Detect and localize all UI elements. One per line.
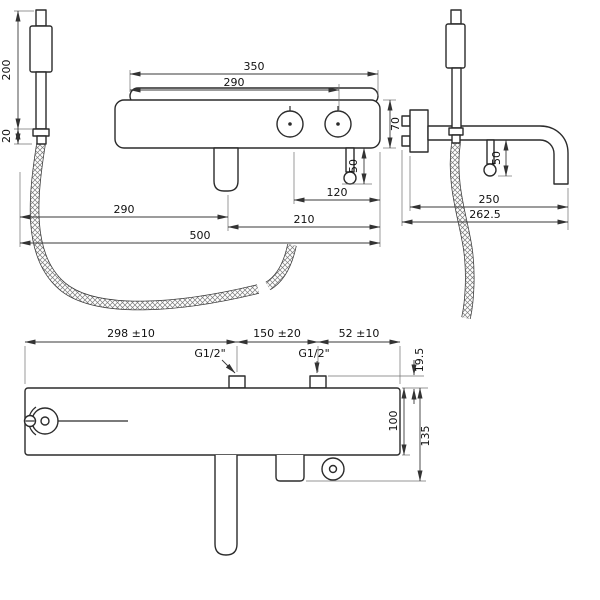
hose-nut-lower-side: [451, 134, 461, 144]
hose-nut-upper-side: [448, 127, 464, 136]
dim-front-total-width: 500: [190, 229, 211, 242]
dim-front-nut-height: 20: [0, 129, 13, 143]
hand-shower-cap-side: [450, 9, 462, 25]
dim-bottom-inlet-height: 19.5: [413, 348, 426, 373]
dim-front-plate-width: 290: [224, 76, 245, 89]
thread-label-1: G1/2": [194, 347, 225, 360]
hose-hook-side: [483, 163, 497, 177]
bottom-dimensions-top: 298 ±10 150 ±20 52 ±10 G1/2" G1/2": [24, 327, 401, 384]
dim-side-spout-reach: 250: [479, 193, 500, 206]
dim-front-body-height: 70: [389, 117, 402, 131]
bottom-dimensions-right: 19.5 100 135: [306, 348, 432, 482]
hand-shower-handle-side: [451, 67, 462, 129]
mixer-body-front: [114, 87, 381, 192]
bottom-view: 298 ±10 150 ±20 52 ±10 G1/2" G1/2": [23, 327, 432, 556]
side-dimensions: 50 250 262.5: [401, 139, 569, 230]
side-view: 50 250 262.5: [401, 9, 569, 320]
hand-shower-front: [29, 9, 53, 145]
tub-spout-bottom: [214, 455, 238, 556]
dim-bottom-right-section: 52 ±10: [339, 327, 380, 340]
dim-bottom-mid-section: 150 ±20: [253, 327, 301, 340]
inlet-upper: [401, 115, 411, 127]
inlet-connection-2: [309, 375, 327, 389]
dim-front-handle-offset: 120: [327, 186, 348, 199]
hand-shower-handle: [35, 71, 47, 130]
hose-outlet-block: [275, 455, 305, 482]
dim-bottom-left-section: 298 ±10: [107, 327, 155, 340]
hand-shower-head: [29, 25, 53, 73]
thread-label-2: G1/2": [298, 347, 329, 360]
mixer-bar: [114, 99, 381, 149]
front-dimensions: 200 20 350 290 70 50 120 29: [0, 10, 402, 247]
spout-side: [427, 125, 569, 185]
dim-bottom-body-depth: 100: [387, 411, 400, 432]
hose-nut-upper: [32, 128, 50, 137]
hand-shower-side: [445, 9, 466, 144]
dim-front-shower-height: 200: [0, 60, 13, 81]
front-view: 200 20 350 290 70 50 120 29: [0, 9, 402, 311]
hand-shower-head-side: [445, 23, 466, 69]
dim-front-top-width: 350: [244, 60, 265, 73]
inlet-lower: [401, 135, 411, 147]
shower-hose-front: [29, 143, 297, 311]
dim-front-hook-drop: 50: [347, 159, 360, 173]
wall-plate: [409, 109, 429, 153]
dim-front-spout-offset: 290: [114, 203, 135, 216]
mixer-body-bottom: [23, 375, 401, 556]
dim-bottom-total-depth: 135: [419, 426, 432, 447]
shower-hose-side: [449, 142, 475, 320]
dim-side-total-depth: 262.5: [469, 208, 501, 221]
wall-mount-side: [401, 109, 569, 185]
hose-nut-lower: [36, 135, 47, 145]
inlet-connection-1: [228, 375, 246, 389]
tub-spout-front: [213, 147, 239, 192]
dim-front-right-section: 210: [294, 213, 315, 226]
dim-side-hook-drop: 50: [490, 151, 503, 165]
hand-shower-cap: [35, 9, 47, 27]
